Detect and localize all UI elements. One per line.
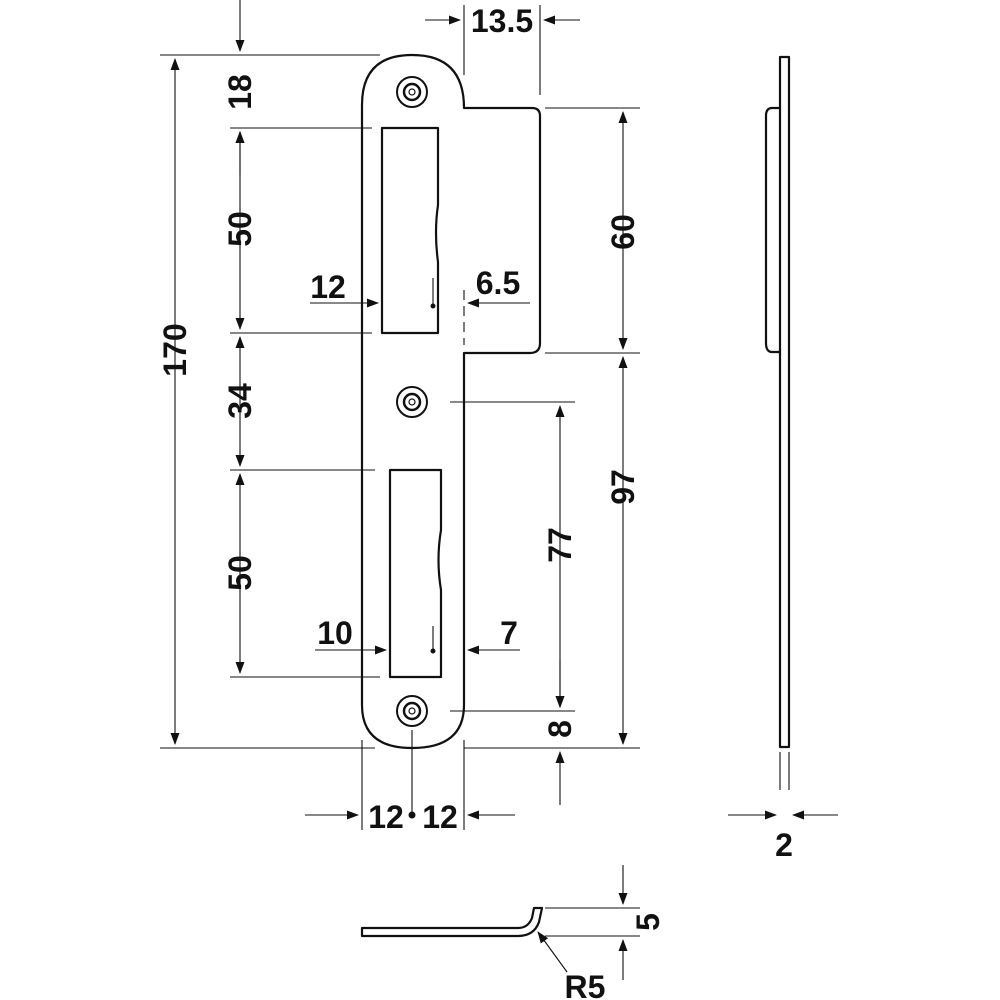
label-lip-depth: 5 bbox=[630, 913, 666, 931]
screw-hole-bottom bbox=[396, 695, 428, 727]
screw-hole-middle bbox=[396, 386, 428, 418]
label-top-to-first-hole: 18 bbox=[222, 74, 258, 110]
label-half-width-right: 12 bbox=[422, 799, 458, 835]
profile-view bbox=[360, 865, 640, 980]
slot-upper bbox=[380, 126, 440, 335]
label-half-width-left: 12 bbox=[368, 799, 404, 835]
side-view bbox=[728, 55, 838, 820]
label-upper-slot-height: 50 bbox=[222, 211, 258, 247]
label-lip-height: 60 bbox=[605, 214, 641, 250]
label-overall-height: 170 bbox=[157, 323, 193, 376]
label-thickness: 2 bbox=[775, 827, 793, 863]
dimension-labels: 170 18 50 34 50 60 97 77 8 5 13.5 12 6.5… bbox=[157, 3, 793, 1000]
label-hole-spacing: 77 bbox=[542, 527, 578, 563]
screw-hole-top bbox=[396, 76, 428, 108]
front-view bbox=[360, 53, 542, 750]
label-lower-slot-edge: 7 bbox=[500, 615, 518, 651]
label-bend-radius: R5 bbox=[565, 969, 606, 1000]
label-lower-slot-width: 10 bbox=[317, 615, 353, 651]
label-lip-width: 13.5 bbox=[471, 3, 533, 39]
dimension-lines bbox=[170, 0, 628, 820]
label-upper-slot-width: 12 bbox=[310, 269, 346, 305]
extension-lines bbox=[160, 5, 640, 830]
label-upper-slot-edge: 6.5 bbox=[476, 265, 520, 301]
label-between-slots: 34 bbox=[222, 383, 258, 419]
slot-lower bbox=[388, 468, 443, 679]
label-bottom-hole-offset: 8 bbox=[542, 720, 578, 738]
label-lower-section: 97 bbox=[605, 469, 641, 505]
label-lower-slot-height: 50 bbox=[222, 555, 258, 591]
